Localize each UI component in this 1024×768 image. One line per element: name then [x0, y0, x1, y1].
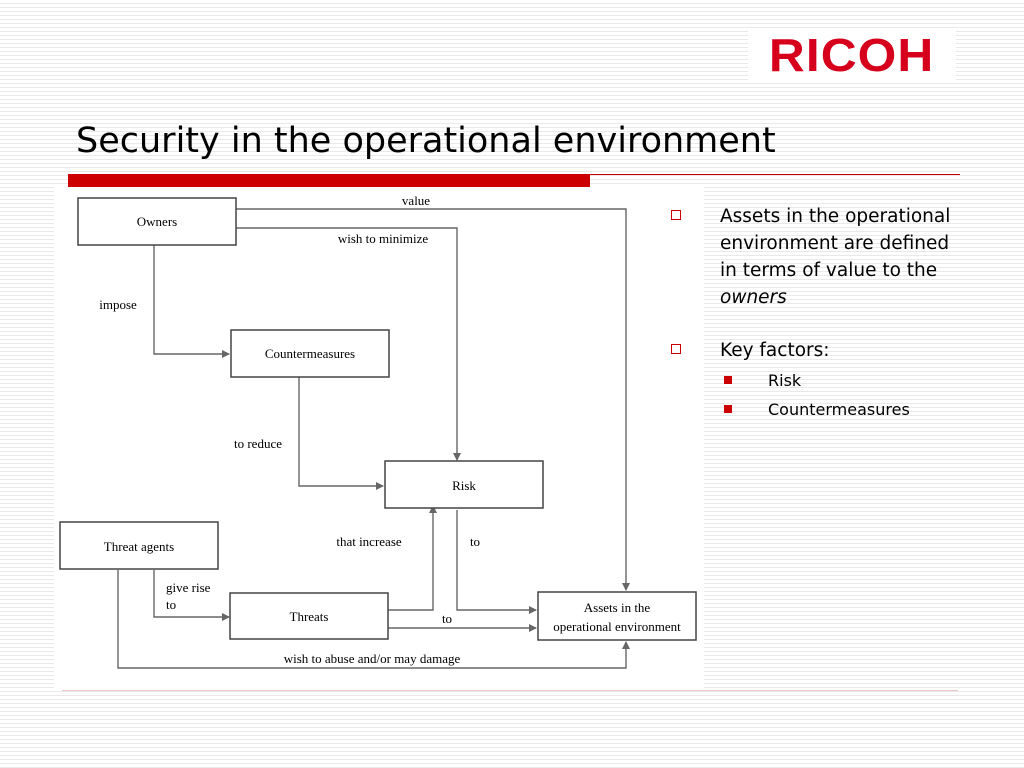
- sub-bullet-text: Risk: [768, 371, 802, 390]
- logo-text: RICOH: [769, 29, 935, 81]
- diagram-canvas: Owners Countermeasures Risk Threat agent…: [59, 193, 697, 669]
- edge-label-give-rise-2: to: [166, 597, 176, 612]
- edge-wish-to-minimize: [236, 227, 461, 461]
- node-owners-label: Owners: [137, 214, 177, 229]
- edge-label-impose: impose: [99, 297, 137, 312]
- title-accent-bar: [68, 174, 590, 187]
- edge-impose: [153, 245, 230, 358]
- edge-value: [236, 208, 630, 591]
- edge-label-wish-to-minimize: wish to minimize: [338, 231, 429, 246]
- node-assets: Assets in the operational environment: [537, 591, 697, 641]
- hollow-square-bullet-icon: [671, 344, 681, 354]
- node-risk-label: Risk: [452, 478, 476, 493]
- node-countermeasures: Countermeasures: [230, 329, 390, 378]
- footer-rule: [62, 690, 958, 691]
- bullet-item-assets: Assets in the operational environment ar…: [668, 203, 968, 311]
- bullet-text: Assets in the operational environment ar…: [720, 206, 951, 281]
- edge-give-rise: [153, 570, 230, 621]
- edge-label-that-increase: that increase: [336, 534, 402, 549]
- sub-bullet-risk: Risk: [720, 366, 1020, 395]
- title-rule: [590, 174, 960, 175]
- bullet-emphasis: owners: [720, 287, 787, 308]
- node-owners: Owners: [77, 197, 237, 246]
- node-threats-label: Threats: [290, 609, 329, 624]
- hollow-square-bullet-icon: [671, 210, 681, 220]
- edge-label-to-risk: to: [470, 534, 480, 549]
- edge-wish-to-abuse: [117, 570, 630, 669]
- node-countermeasures-label: Countermeasures: [265, 346, 355, 361]
- node-threats: Threats: [229, 592, 389, 640]
- filled-square-bullet-icon: [724, 376, 732, 384]
- bullet-list: Assets in the operational environment ar…: [668, 203, 968, 424]
- edge-label-wish-to-abuse: wish to abuse and/or may damage: [284, 651, 461, 666]
- bullet-item-key-factors: Key factors: Risk Countermeasures: [668, 337, 968, 424]
- edge-to-reduce: [298, 377, 384, 490]
- node-threat-agents: Threat agents: [59, 521, 219, 570]
- slide-title: Security in the operational environment: [76, 121, 776, 161]
- node-risk: Risk: [384, 460, 544, 509]
- sub-bullet-countermeasures: Countermeasures: [720, 395, 1020, 424]
- bullet-text: Key factors:: [720, 340, 830, 361]
- node-assets-label-line1: Assets in the: [584, 600, 651, 615]
- edge-label-to-threats: to: [442, 611, 452, 626]
- edge-label-give-rise-1: give rise: [166, 580, 211, 595]
- security-diagram: Owners Countermeasures Risk Threat agent…: [54, 187, 704, 690]
- node-threat-agents-label: Threat agents: [104, 539, 174, 554]
- sub-bullet-text: Countermeasures: [768, 400, 910, 419]
- edge-risk-to-assets: [456, 510, 537, 614]
- node-assets-label-line2: operational environment: [553, 619, 681, 634]
- edge-label-value: value: [402, 193, 430, 208]
- ricoh-logo: RICOH: [748, 30, 956, 80]
- sub-bullet-list: Risk Countermeasures: [720, 366, 968, 424]
- filled-square-bullet-icon: [724, 405, 732, 413]
- edge-that-increase: [388, 505, 437, 611]
- edge-label-to-reduce: to reduce: [234, 436, 282, 451]
